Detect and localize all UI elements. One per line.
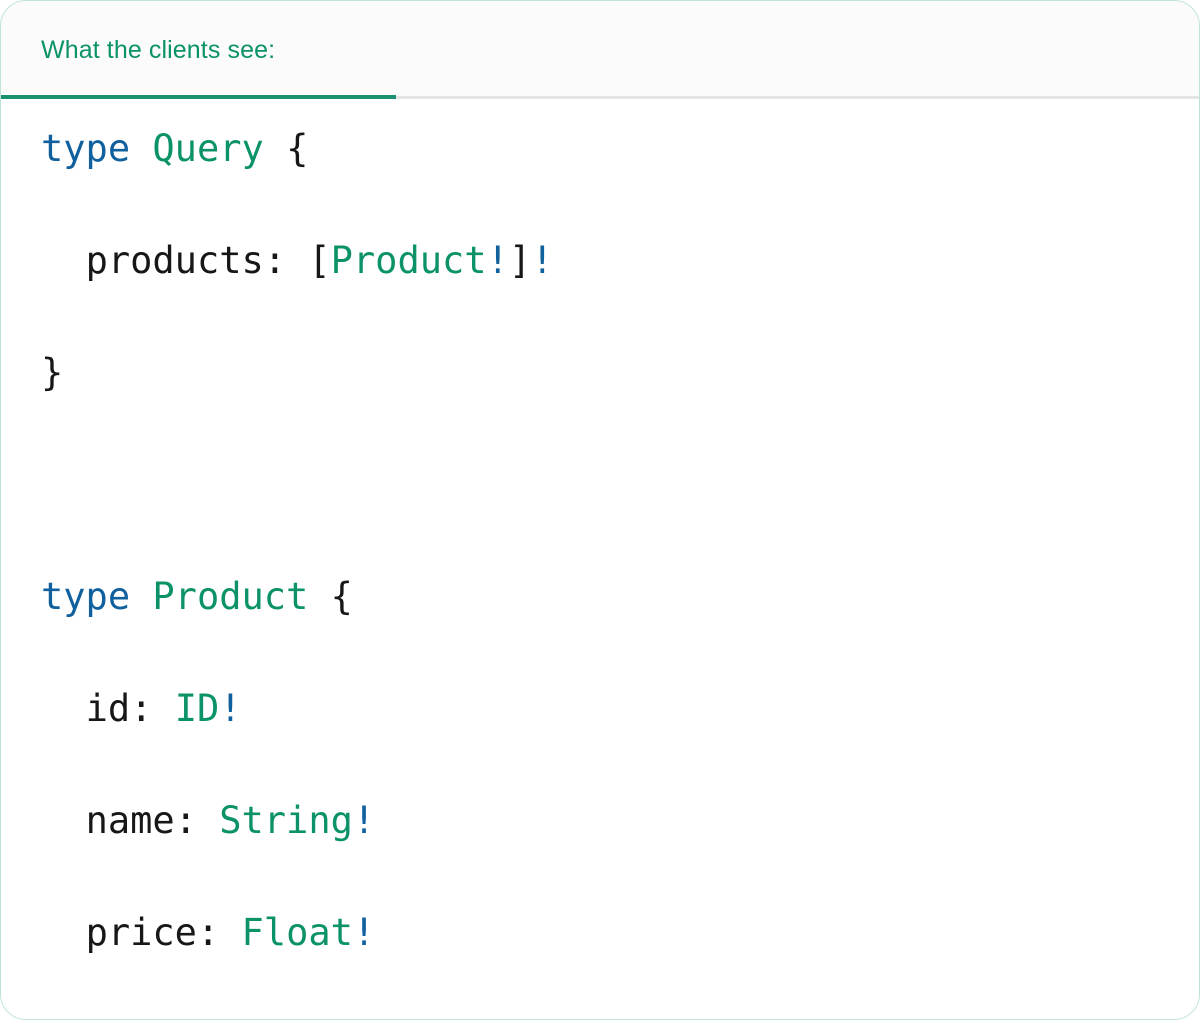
card-header: What the clients see:: [1, 1, 1199, 99]
code-area: type Query { products: [Product!]! } typ…: [1, 99, 1199, 1019]
code-token-field: price: [85, 911, 197, 954]
code-token-space: [130, 127, 152, 170]
code-line: [41, 457, 1199, 513]
code-token-space: [264, 127, 286, 170]
code-token-field: products: [85, 239, 264, 282]
code-token-space: [130, 575, 152, 618]
code-token-name: Query: [152, 127, 264, 170]
code-token-name: Product: [152, 575, 309, 618]
code-token-type: String: [219, 799, 353, 842]
code-token-punct: :: [196, 911, 242, 954]
code-line: price: Float!: [41, 905, 1199, 961]
code-token-bang: !: [486, 239, 509, 282]
code-token-type: Product: [330, 239, 487, 282]
code-indent: [41, 911, 86, 954]
tab-what-the-clients-see[interactable]: What the clients see:: [41, 1, 275, 99]
code-token-punct: {: [330, 575, 353, 618]
header-divider: [1, 96, 1199, 99]
code-token-punct: {: [286, 127, 309, 170]
code-token-punct: ]: [508, 239, 532, 282]
code-token-punct: :: [130, 687, 175, 730]
code-indent: [41, 239, 86, 282]
code-token-field: id: [85, 687, 131, 730]
tab-label: What the clients see:: [41, 35, 276, 64]
code-token-space: [308, 575, 330, 618]
code-line: type Query {: [41, 121, 1199, 177]
code-token-punct: }: [41, 351, 64, 394]
code-indent: [41, 799, 86, 842]
code-token-type: ID: [174, 687, 220, 730]
code-token-punct: [: [308, 239, 331, 282]
code-token-keyword: type: [41, 127, 131, 170]
code-token-field: name: [85, 799, 175, 842]
code-line: }: [41, 345, 1199, 401]
code-token-punct: :: [263, 239, 309, 282]
code-line: type Product {: [41, 569, 1199, 625]
code-token-punct: :: [174, 799, 220, 842]
code-line: products: [Product!]!: [41, 233, 1199, 289]
graphql-schema-code[interactable]: type Query { products: [Product!]! } typ…: [1, 121, 1199, 1019]
code-token-keyword: type: [41, 575, 131, 618]
code-token-bang: !: [531, 239, 554, 282]
code-token-bang: !: [352, 799, 376, 842]
active-tab-underline: [1, 95, 396, 99]
code-token-bang: !: [219, 687, 242, 730]
code-line: id: ID!: [41, 681, 1199, 737]
code-token-type: Float: [241, 911, 353, 954]
code-indent: [41, 687, 86, 730]
code-token-bang: !: [352, 911, 376, 954]
code-line: name: String!: [41, 793, 1199, 849]
